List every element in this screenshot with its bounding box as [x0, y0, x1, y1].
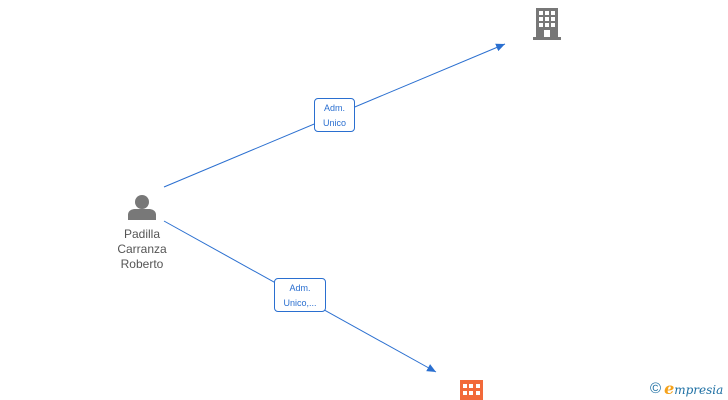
building-icon[interactable]	[460, 380, 483, 400]
person-name-line: Padilla	[123, 227, 161, 241]
edge-label-bottom[interactable]: Adm. Unico,...	[274, 278, 326, 312]
brand-rest: mpresia	[674, 382, 724, 397]
edge-label-line: Unico	[322, 118, 346, 128]
brand-logo: © empresia	[650, 378, 723, 398]
brand-name: empresia	[664, 379, 723, 398]
edge-label-top[interactable]: Adm. Unico	[314, 98, 355, 132]
person-icon[interactable]	[128, 195, 156, 220]
edge-label-line: Adm.	[289, 283, 311, 293]
building-icon[interactable]	[533, 8, 561, 40]
person-name-line: Carranza	[117, 242, 167, 256]
person-name-label: Padilla Carranza Roberto	[102, 227, 182, 272]
edge-label-line: Unico,...	[283, 298, 317, 308]
edge-label-line: Adm.	[323, 103, 345, 113]
brand-initial: e	[664, 378, 675, 398]
copyright-symbol: ©	[650, 379, 662, 397]
person-name-line: Roberto	[120, 257, 164, 271]
